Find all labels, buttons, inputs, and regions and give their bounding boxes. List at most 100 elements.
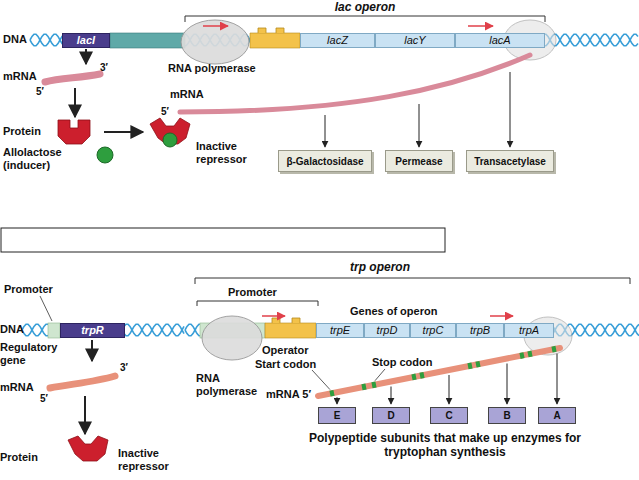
codon-mark <box>552 346 556 353</box>
gene-segment: trpA <box>504 323 554 338</box>
mrna-strand <box>50 376 115 388</box>
gene-segment: lacY <box>375 33 455 48</box>
translation-arrow <box>449 375 450 404</box>
protein-name: C <box>445 410 452 421</box>
part-label: Inactive repressor <box>196 140 274 165</box>
gene-name: trpE <box>330 324 350 336</box>
codon-mark <box>330 390 334 397</box>
inducer-molecule <box>163 133 177 147</box>
promoter-segment <box>48 323 60 338</box>
operator-segment <box>250 33 300 48</box>
flow-arrow <box>84 396 86 434</box>
inducer-molecule <box>97 147 113 163</box>
protein-name: β-Galactosidase <box>286 156 363 167</box>
part-label: RNA polymerase <box>168 62 256 75</box>
leader-line <box>312 370 330 390</box>
part-label: Stop codon <box>372 356 433 369</box>
part-label: Operator <box>262 344 308 357</box>
protein-name: Permease <box>395 156 442 167</box>
leader-line <box>40 296 52 321</box>
operon-bracket <box>195 278 630 284</box>
gene-name: trpC <box>423 324 444 336</box>
part-label: 3′ <box>120 362 128 374</box>
part-label: Allolactose (inducer) <box>3 146 91 171</box>
translation-arrow <box>557 354 558 404</box>
polypeptide-box: B <box>488 407 526 424</box>
codon-mark <box>362 383 366 390</box>
gene-name: trpB <box>470 324 490 336</box>
part-label: Start codon <box>255 358 316 371</box>
operon-bracket <box>185 16 545 22</box>
flow-arrow <box>74 88 76 117</box>
flow-arrow <box>104 131 143 133</box>
part-label: DNA <box>3 33 27 46</box>
part-label: Protein <box>0 451 38 464</box>
codon-mark <box>412 374 416 381</box>
mrna-strand <box>318 348 560 396</box>
part-label: DNA <box>0 323 24 336</box>
protein-name: D <box>387 410 394 421</box>
part-label: 5′ <box>40 393 48 405</box>
operator-segment <box>265 323 316 338</box>
dna-helix <box>22 34 639 335</box>
operon-title: lac operon <box>320 1 410 15</box>
gene-name: lacA <box>489 34 510 46</box>
protein-name: A <box>553 410 560 421</box>
mrna-strand <box>45 74 100 82</box>
codon-mark <box>528 351 532 358</box>
gene-segment: trpC <box>410 323 456 338</box>
translation-arrow <box>507 364 508 404</box>
dna-strand <box>22 324 184 335</box>
gene-name: lacY <box>404 34 425 46</box>
flow-arrow <box>91 340 93 361</box>
codon-mark <box>420 372 424 379</box>
polypeptide-box: E <box>318 407 356 424</box>
translation-arrow <box>510 72 511 147</box>
gene-segment: trpR <box>60 323 125 338</box>
part-label: mRNA <box>0 381 34 394</box>
part-label: mRNA <box>3 70 37 83</box>
protein-name: E <box>334 410 341 421</box>
part-label: Promoter <box>228 286 277 299</box>
enzyme-box: Transacetylase <box>466 150 554 172</box>
polypeptide-box: D <box>372 407 410 424</box>
gene-name: lacI <box>77 34 95 46</box>
transcription-arrow <box>203 25 228 27</box>
transcription-arrow <box>262 315 285 317</box>
part-label: mRNA <box>170 88 204 101</box>
gene-segment: lacZ <box>300 33 375 48</box>
promoter-segment <box>110 33 185 48</box>
part-label: 5′ <box>36 86 44 98</box>
part-label: Regulatory gene <box>0 341 62 366</box>
operator-notch <box>272 318 300 323</box>
gene-name: trpR <box>81 324 104 336</box>
codon-mark <box>468 362 472 369</box>
protein-name: Transacetylase <box>474 156 546 167</box>
flow-arrow <box>85 49 87 64</box>
translation-arrow <box>419 104 420 147</box>
dna-strand <box>22 324 184 335</box>
part-label: Protein <box>3 125 41 138</box>
codon-mark <box>520 352 524 359</box>
gene-name: lacZ <box>327 34 348 46</box>
polypeptide-box: A <box>538 407 576 424</box>
polypeptide-box: C <box>430 407 468 424</box>
gene-segment: trpE <box>316 323 364 338</box>
gene-segment: trpD <box>364 323 410 338</box>
protein-name: B <box>503 410 510 421</box>
operator-notch <box>258 28 284 33</box>
gene-segment: lacA <box>455 33 545 48</box>
translation-arrow <box>337 397 338 404</box>
translation-arrow <box>325 115 326 147</box>
enzyme-box: β-Galactosidase <box>278 150 372 172</box>
enzyme-box: Permease <box>385 150 453 172</box>
translation-arrow <box>391 387 392 404</box>
codon-mark <box>372 381 376 388</box>
leader-line <box>375 369 385 381</box>
inactive-repressor <box>68 436 108 461</box>
transcription-arrow <box>490 315 513 317</box>
gene-segment: trpB <box>456 323 504 338</box>
part-label: Promoter <box>4 283 53 296</box>
part-label: Genes of operon <box>350 305 437 318</box>
